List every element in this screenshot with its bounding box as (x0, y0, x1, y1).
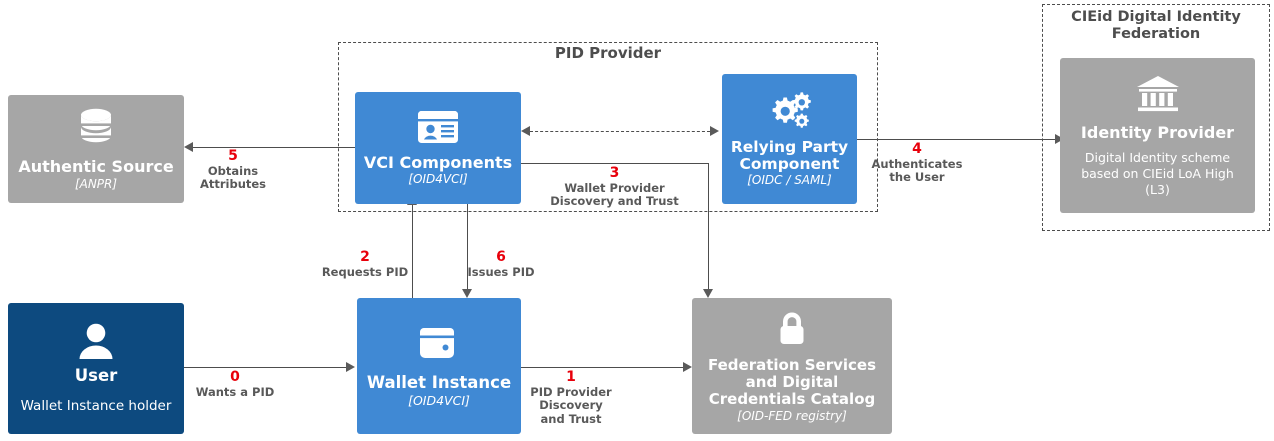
node-relying-party-component[interactable]: Relying Party Component [OIDC / SAML] (722, 74, 857, 204)
node-user-title: User (74, 366, 118, 386)
group-cieid-federation (1042, 4, 1270, 231)
edge-0-arrowhead (346, 362, 355, 372)
edge-3-arrowhead (703, 289, 713, 298)
group-pid-provider (338, 42, 878, 212)
node-vci-components-subtitle: [OID4VCI] (408, 171, 468, 186)
edge-0-label: 0 Wants a PID (180, 369, 290, 399)
edge-2-text: Requests PID (321, 264, 409, 279)
edge-6-arrowhead (462, 289, 472, 298)
edge-2-label: 2 Requests PID (317, 249, 413, 279)
edge-1-number: 1 (566, 369, 576, 385)
node-federation-services-title: Federation Services and Digital Credenti… (707, 356, 877, 408)
database-icon (74, 107, 118, 153)
node-authentic-source[interactable]: Authentic Source [ANPR] (8, 95, 184, 203)
edge-6-line (467, 196, 468, 289)
bank-icon (1135, 73, 1181, 117)
edge-5-number: 5 (228, 148, 238, 164)
node-vci-components[interactable]: VCI Components [OID4VCI] (355, 92, 521, 204)
edge-0-line (184, 367, 346, 368)
edge-6-number: 6 (496, 249, 506, 265)
edge-5-arrowhead (184, 142, 193, 152)
edge-4-label: 4 Authenticates the User (862, 141, 972, 185)
edge-3-line-vertical (708, 163, 709, 289)
edge-2-line (412, 205, 413, 298)
node-user[interactable]: User Wallet Instance holder (8, 303, 184, 434)
node-wallet-instance-title: Wallet Instance (366, 372, 512, 392)
edge-4-text: Authenticates the User (871, 156, 963, 185)
edge-4-number: 4 (912, 141, 922, 157)
id-card-icon (417, 110, 459, 148)
node-federation-services[interactable]: Federation Services and Digital Credenti… (692, 298, 892, 434)
edge-6-text: Issues PID (467, 264, 535, 279)
group-pid-provider-label: PID Provider (554, 44, 662, 62)
edge-3-number: 3 (609, 165, 620, 181)
node-relying-party-component-title: Relying Party Component (730, 137, 849, 174)
node-authentic-source-subtitle: [ANPR] (74, 176, 118, 191)
edge-1-line (521, 367, 683, 368)
node-identity-provider[interactable]: Identity Provider Digital Identity schem… (1060, 58, 1255, 213)
person-icon (76, 322, 116, 364)
node-user-subtitle: Wallet Instance holder (20, 397, 172, 414)
edge-0-number: 0 (230, 369, 240, 385)
node-relying-party-component-subtitle: [OIDC / SAML] (747, 173, 832, 188)
node-authentic-source-title: Authentic Source (18, 156, 174, 176)
vci-rp-dashed-line (530, 131, 710, 132)
edge-3-text: Wallet Provider Discovery and Trust (550, 180, 679, 209)
edge-1-arrowhead (683, 362, 692, 372)
vci-rp-arrowhead-left (521, 126, 530, 136)
edge-1-text: PID Provider Discovery and Trust (530, 384, 612, 426)
edge-2-number: 2 (360, 249, 370, 265)
edge-4-line (857, 139, 1057, 140)
node-federation-services-subtitle: [OID-FED registry] (737, 408, 847, 423)
edge-5-label: 5 Obtains Attributes (178, 148, 288, 192)
wallet-icon (418, 324, 460, 366)
edge-0-text: Wants a PID (195, 384, 275, 399)
vci-rp-arrowhead-right (710, 126, 719, 136)
node-identity-provider-title: Identity Provider (1080, 122, 1235, 142)
edge-1-label: 1 PID Provider Discovery and Trust (516, 369, 626, 426)
edge-5-text: Obtains Attributes (199, 163, 267, 192)
edge-3-line-horizontal (521, 163, 708, 164)
edge-3-label: 3 Wallet Provider Discovery and Trust (527, 165, 702, 209)
edge-4-arrowhead (1055, 134, 1064, 144)
node-vci-components-title: VCI Components (363, 152, 513, 172)
node-wallet-instance[interactable]: Wallet Instance [OID4VCI] (357, 298, 521, 434)
lock-icon (772, 308, 812, 352)
node-identity-provider-subtitle: Digital Identity scheme based on CIEid L… (1081, 150, 1234, 198)
node-wallet-instance-subtitle: [OID4VCI] (408, 393, 470, 409)
gears-icon (767, 90, 813, 134)
group-cieid-federation-label: CIEid Digital Identity Federation (1071, 9, 1241, 42)
edge-6-label: 6 Issues PID (459, 249, 543, 279)
edge-5-line (193, 147, 355, 148)
